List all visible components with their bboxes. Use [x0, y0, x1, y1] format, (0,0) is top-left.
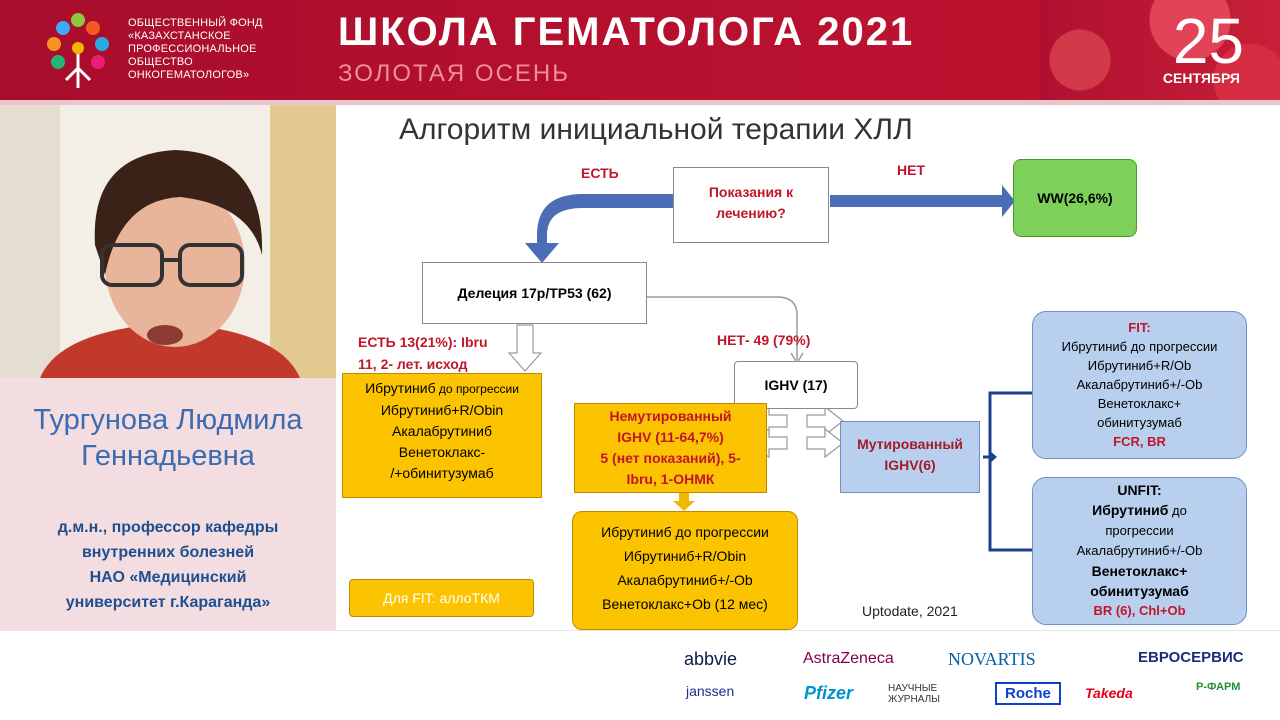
indication-box: Показания к лечению?	[673, 167, 829, 243]
sponsor-journals: НАУЧНЫЕ ЖУРНАЛЫ	[888, 683, 941, 705]
event-subtitle: ЗОЛОТАЯ ОСЕНЬ	[338, 60, 571, 87]
sponsor-abbvie: abbvie	[684, 649, 738, 669]
slide: Алгоритм инициальной терапии ХЛЛ ЕСТЬ НЕ…	[337, 105, 1280, 630]
event-date-month: СЕНТЯБРЯ	[1162, 70, 1240, 86]
arrow-to-ighv	[647, 296, 798, 360]
source-citation: Uptodate, 2021	[862, 603, 958, 619]
org-logo-icon	[47, 13, 109, 88]
speaker-video	[0, 105, 336, 378]
sponsor-eurosevice: ЕВРОСЕРВИС	[1138, 649, 1244, 666]
sponsor-janssen: janssen	[686, 683, 735, 699]
sponsor-roche: Roche	[995, 682, 1061, 705]
left-therapy-box: Ибрутиниб до прогрессии Ибрутиниб+R/Obin…	[342, 373, 542, 498]
arrow-to-ww	[830, 185, 1015, 217]
speaker-name: Тургунова Людмила Геннадьевна	[33, 404, 303, 472]
deletion-no-label: НЕТ- 49 (79%)	[717, 332, 811, 348]
sponsor-novartis: NOVARTIS	[948, 649, 1036, 669]
flow-connectors	[507, 185, 1032, 552]
speaker-panel: Тургунова Людмила Геннадьевна д.м.н., пр…	[0, 105, 336, 630]
sponsor-astrazeneca: AstraZeneca	[803, 650, 894, 667]
ighv-box: IGHV (17)	[734, 361, 858, 409]
sponsor-bar: abbvie AstraZeneca NOVARTIS ЕВРОСЕРВИС j…	[0, 630, 1280, 720]
header-banner: ОБЩЕСТВЕННЫЙ ФОНД «КАЗАХСТАНСКОЕ ПРОФЕСС…	[0, 0, 1280, 100]
arrow-unmutated-down	[673, 493, 695, 511]
speaker-credentials: д.м.н., профессор кафедры внутренних бол…	[57, 519, 279, 611]
arrow-yes-down	[507, 324, 543, 372]
slide-title: Алгоритм инициальной терапии ХЛЛ	[399, 113, 913, 146]
sponsor-rpharm: Р-ФАРМ	[1196, 681, 1241, 693]
label-yes: ЕСТЬ	[581, 165, 619, 181]
sponsor-takeda: Takeda	[1085, 685, 1133, 701]
deletion-yes-label: ЕСТЬ 13(21%): Ibru 11, 2- лет. исход	[358, 334, 488, 372]
unmutated-therapy-box: Ибрутиниб до прогрессии Ибрутиниб+R/Obin…	[572, 511, 798, 630]
speaker-portrait-icon	[0, 105, 336, 378]
org-name: ОБЩЕСТВЕННЫЙ ФОНД «КАЗАХСТАНСКОЕ ПРОФЕСС…	[128, 17, 263, 81]
event-title: ШКОЛА ГЕМАТОЛОГА 2021	[338, 10, 915, 54]
allo-box: Для FIT: аллоТКМ	[349, 579, 534, 617]
arrow-to-mutated	[806, 405, 844, 437]
arrow-to-deletion	[525, 194, 673, 263]
sponsor-pfizer: Pfizer	[804, 683, 854, 703]
fit-box: FIT: Ибрутиниб до прогрессии Ибрутиниб+R…	[1032, 311, 1247, 459]
event-date-day: 25	[1172, 5, 1244, 77]
fit-unfit-bracket	[988, 391, 1032, 552]
ww-box: WW(26,6%)	[1013, 159, 1137, 237]
label-no: НЕТ	[897, 162, 925, 178]
deletion-box: Делеция 17p/TP53 (62)	[422, 262, 647, 324]
header-divider	[0, 100, 1280, 105]
unfit-box: UNFIT: Ибрутиниб до прогрессии Акалабрут…	[1032, 477, 1247, 625]
unmutated-box: Немутированный IGHV (11-64,7%) 5 (нет по…	[574, 403, 767, 493]
mutated-box: Мутированный IGHV(6)	[840, 421, 980, 493]
